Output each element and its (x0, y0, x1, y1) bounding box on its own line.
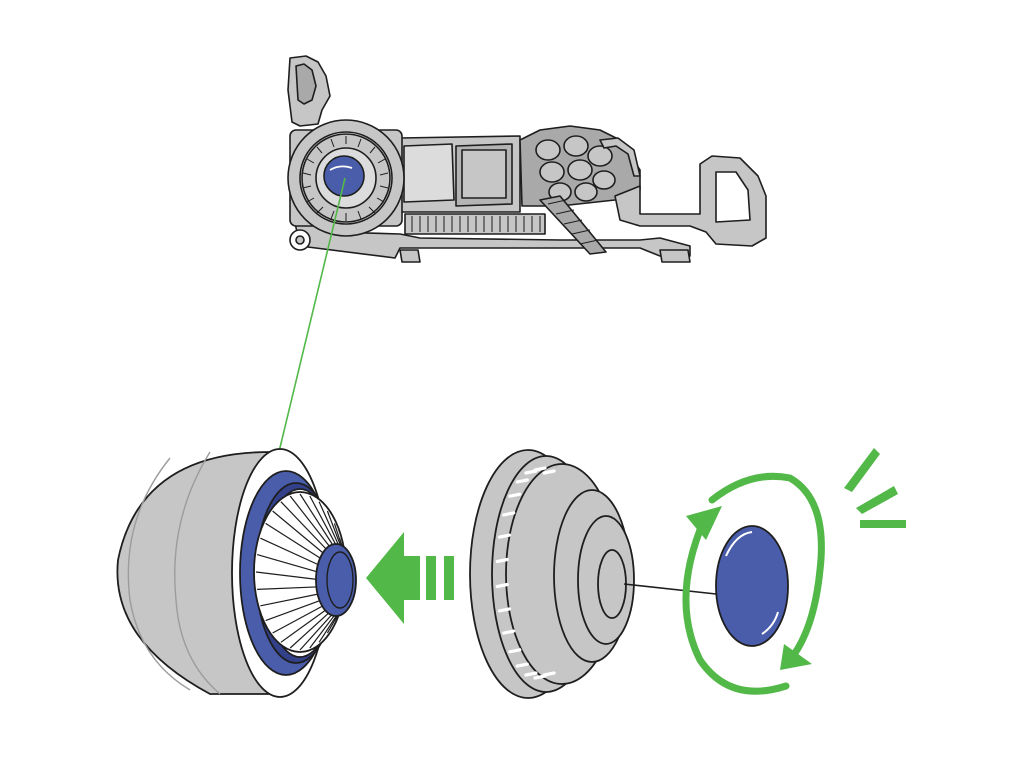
pleated-filter-icon (253, 491, 357, 653)
upright-vacuum-machine-icon (287, 55, 767, 263)
rotation-arrows-icon (682, 472, 825, 695)
vent-slot (524, 469, 538, 475)
vent-slot (515, 662, 529, 668)
hose-ribs (547, 199, 599, 245)
ridge-lines (411, 216, 541, 232)
vent-slot (495, 557, 509, 564)
filter-highlight-icon (323, 155, 365, 197)
pleat-line (260, 592, 324, 607)
filter-unit-icon (469, 449, 635, 699)
click-sound-lines-icon (844, 448, 906, 528)
vent-slot (508, 648, 522, 654)
pleat-line (256, 554, 323, 574)
vent-slot (497, 533, 512, 539)
pleat-line (309, 495, 340, 552)
cap-knob-icon (715, 525, 789, 647)
pleat-line (265, 598, 326, 622)
vent-slot (508, 492, 522, 498)
insert-arrow-icon (366, 532, 454, 624)
pleat-line (299, 609, 337, 651)
pleat-line (260, 537, 324, 568)
housing-teeth (302, 136, 389, 221)
pleat-line (265, 522, 326, 562)
pleat-line (289, 495, 334, 552)
pleat-line (299, 493, 337, 551)
vent-slot (515, 478, 529, 484)
vent-slot (497, 607, 512, 613)
vent-slot (502, 511, 516, 517)
vent-slot (542, 469, 556, 475)
rotation-arrowheads (686, 506, 812, 670)
pleat-line (272, 602, 328, 634)
pleat-line (257, 586, 323, 590)
vent-slot (495, 582, 509, 589)
leader-line (276, 177, 346, 461)
pleat-line (272, 510, 328, 557)
pleat-line (280, 606, 331, 643)
vent-slot (502, 629, 516, 635)
pleat-line (289, 608, 334, 649)
pleat-line (280, 501, 331, 554)
axis-line (623, 583, 717, 595)
vent-slot (524, 671, 538, 677)
vent-slot (533, 674, 547, 680)
pleat-line (255, 571, 323, 581)
